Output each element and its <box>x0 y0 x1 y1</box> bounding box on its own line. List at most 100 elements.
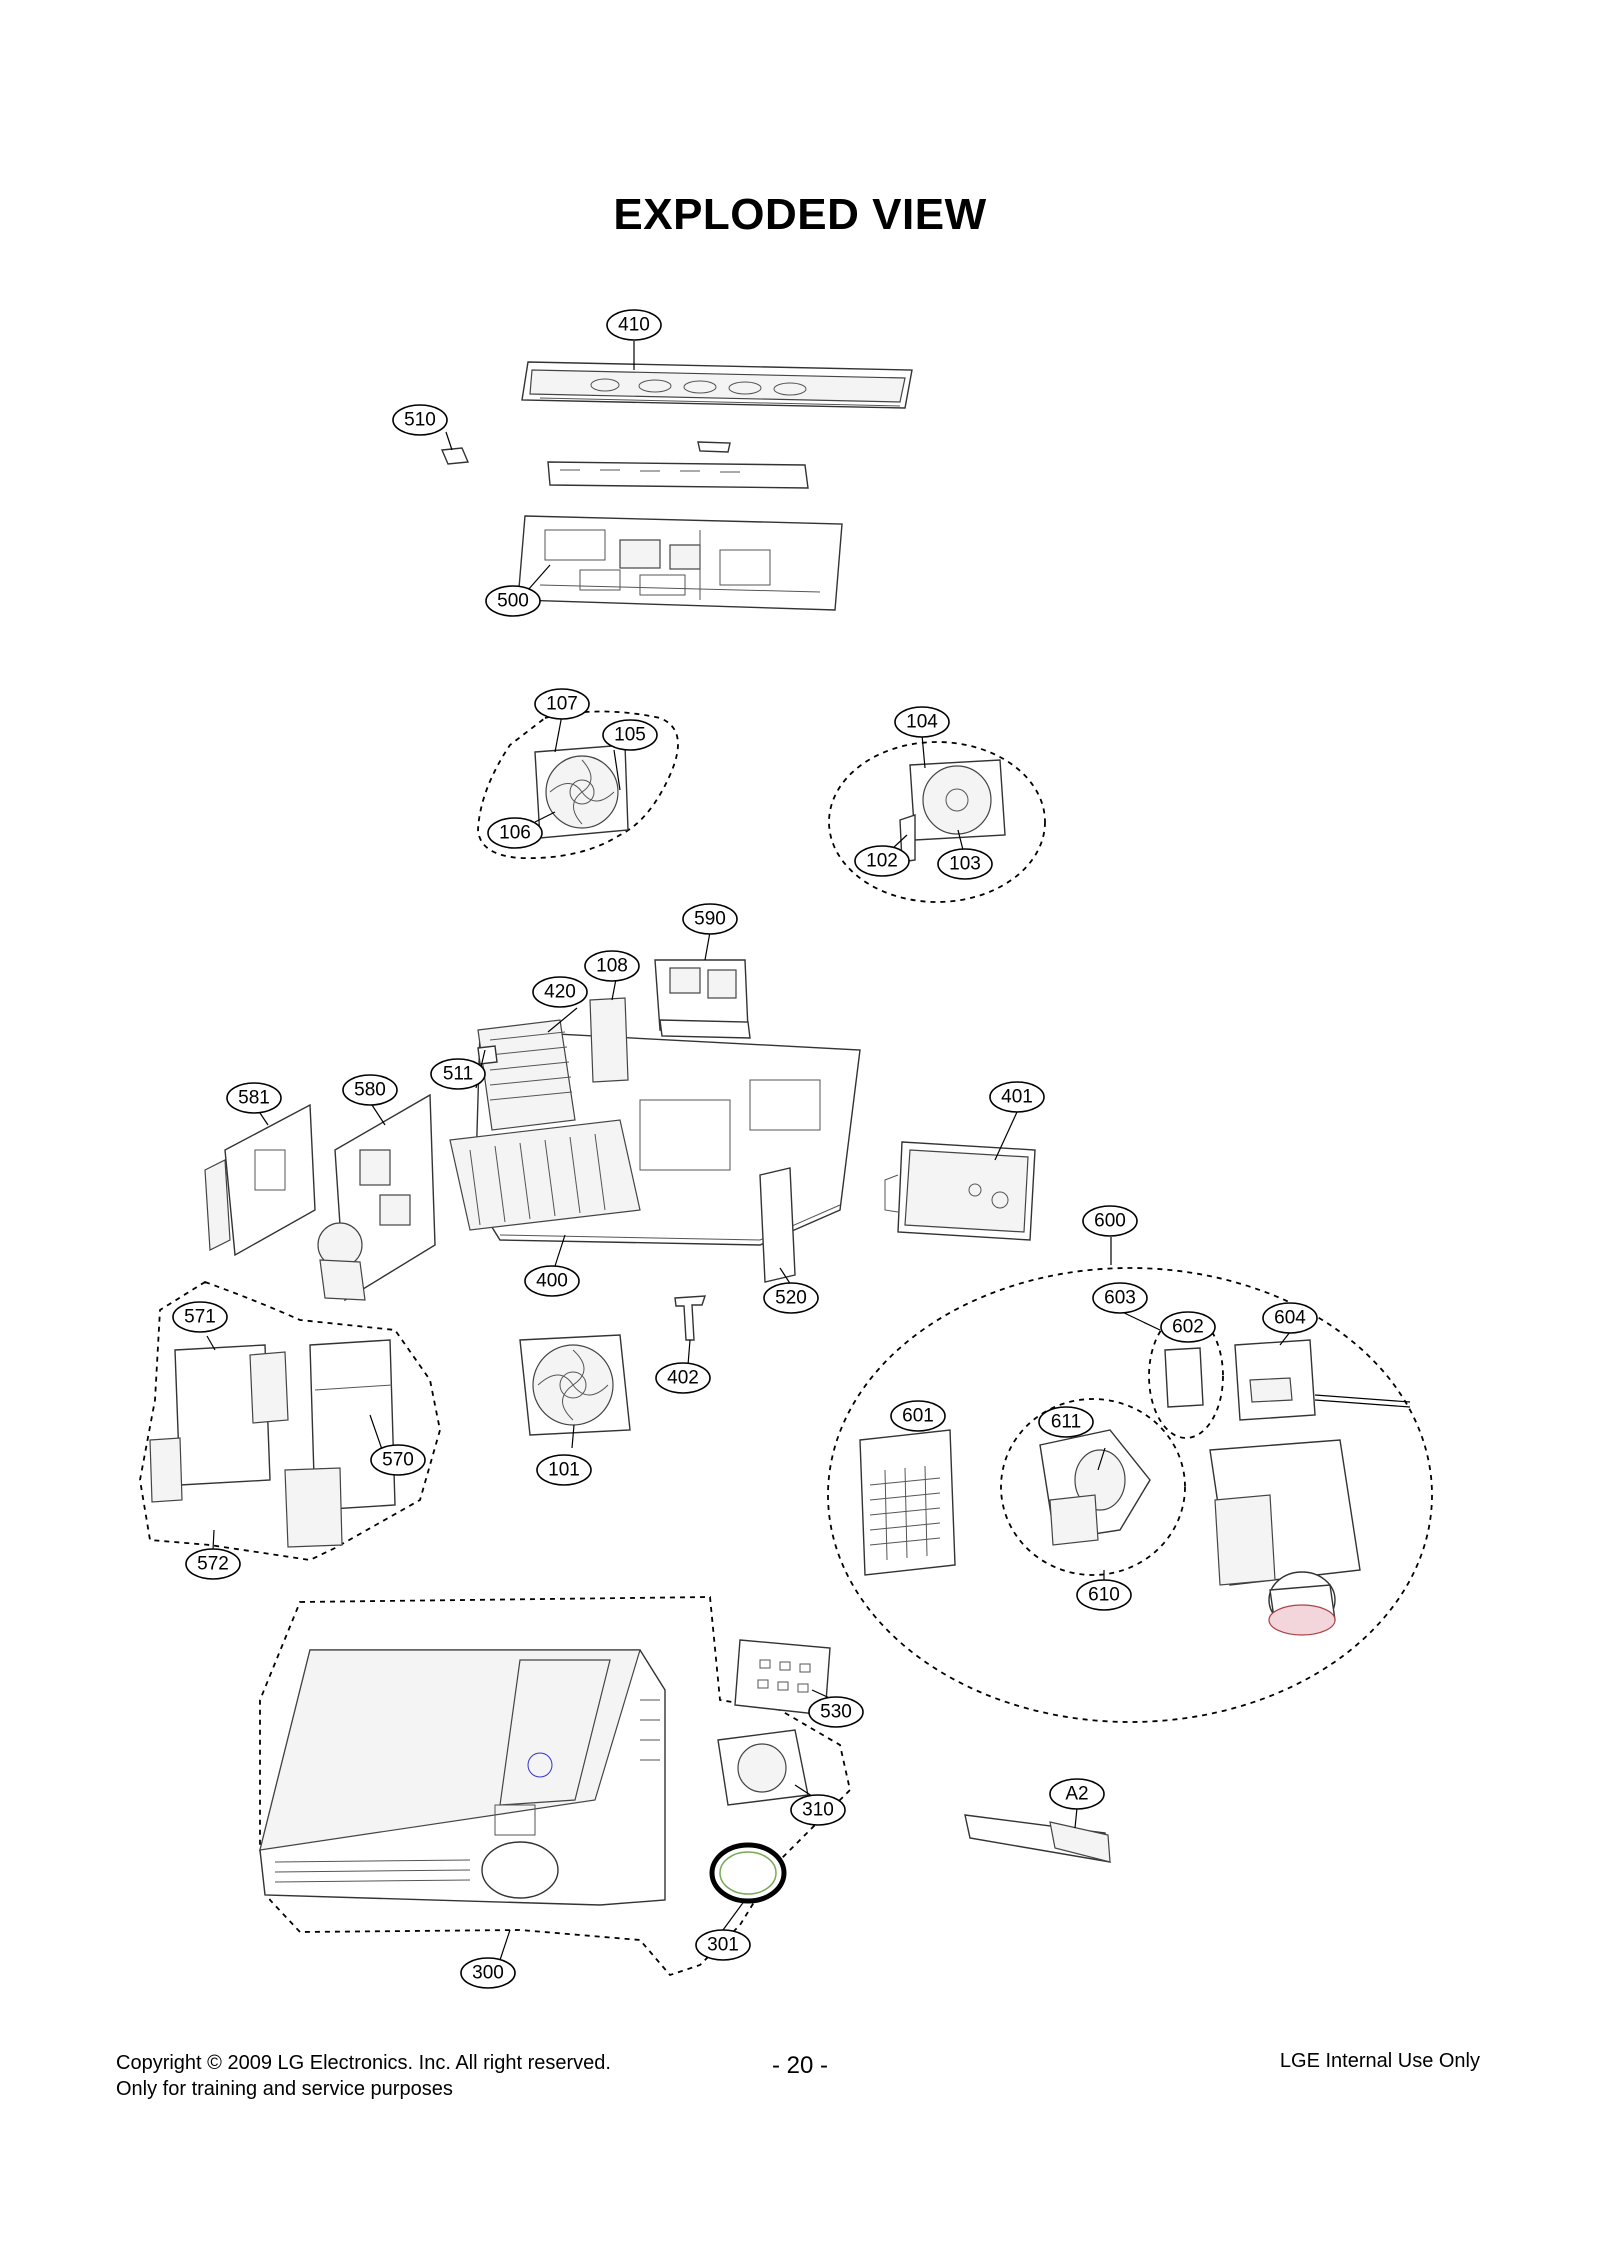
page-title: EXPLODED VIEW <box>613 190 987 239</box>
svg-text:530: 530 <box>820 1702 852 1723</box>
callout-510: 510 <box>392 404 448 436</box>
part-small-connector <box>697 441 731 453</box>
svg-text:A2: A2 <box>1065 1784 1088 1805</box>
copyright-text: Copyright © 2009 LG Electronics. Inc. Al… <box>116 2052 611 2074</box>
callout-511: 511 <box>430 1058 486 1090</box>
callout-402: 402 <box>655 1362 711 1394</box>
svg-text:420: 420 <box>544 982 576 1003</box>
callout-611: 611 <box>1038 1406 1094 1438</box>
callout-590: 590 <box>682 903 738 935</box>
svg-text:601: 601 <box>902 1406 934 1427</box>
callout-103: 103 <box>937 848 993 880</box>
svg-text:105: 105 <box>614 725 646 746</box>
part-panel-holder <box>547 461 809 489</box>
part-611-lamp <box>1039 1429 1151 1546</box>
svg-text:301: 301 <box>707 1935 739 1956</box>
page-number: - 20 - <box>771 2052 828 2079</box>
group-outline-572 <box>139 1281 441 1561</box>
leader-lines <box>206 341 1291 1961</box>
internal-use-text: LGE Internal Use Only <box>1279 2050 1480 2072</box>
callout-410: 410 <box>606 309 662 341</box>
group-outline-104 <box>828 741 1046 903</box>
svg-text:101: 101 <box>548 1460 580 1481</box>
part-A2-remote <box>964 1814 1111 1863</box>
svg-text:511: 511 <box>443 1064 473 1085</box>
callout-530: 530 <box>808 1696 864 1728</box>
callout-101: 101 <box>536 1454 592 1486</box>
part-510-bracket <box>440 447 470 465</box>
part-604-color-wheel <box>1234 1339 1411 1421</box>
svg-text:590: 590 <box>694 909 726 930</box>
svg-text:581: 581 <box>238 1088 270 1109</box>
callout-310: 310 <box>790 1794 846 1826</box>
svg-text:602: 602 <box>1172 1317 1204 1338</box>
callout-600: 600 <box>1082 1205 1138 1237</box>
group-outline-603 <box>1148 1313 1224 1439</box>
part-580-power-board <box>317 1093 436 1302</box>
callout-106: 106 <box>487 817 543 849</box>
svg-text:400: 400 <box>536 1271 568 1292</box>
svg-text:603: 603 <box>1104 1288 1136 1309</box>
svg-text:580: 580 <box>354 1080 386 1101</box>
group-outline-610 <box>1000 1398 1186 1576</box>
callout-581: 581 <box>226 1082 282 1114</box>
callout-107: 107 <box>534 688 590 720</box>
purpose-text: Only for training and service purposes <box>116 2078 453 2100</box>
part-main-board <box>517 515 843 611</box>
callout-570: 570 <box>370 1444 426 1476</box>
callout-610: 610 <box>1076 1579 1132 1611</box>
svg-text:108: 108 <box>596 956 628 977</box>
part-402-lever <box>674 1295 706 1341</box>
svg-text:106: 106 <box>499 823 531 844</box>
svg-text:310: 310 <box>802 1800 834 1821</box>
part-401-board <box>884 1141 1036 1241</box>
part-581-shield <box>204 1103 316 1257</box>
footer-left: Copyright © 2009 LG Electronics. Inc. Al… <box>116 2050 611 2102</box>
svg-text:402: 402 <box>667 1368 699 1389</box>
callout-580: 580 <box>342 1074 398 1106</box>
part-fan-107 <box>534 744 629 839</box>
svg-text:107: 107 <box>546 694 578 715</box>
callout-571: 571 <box>172 1301 228 1333</box>
part-590-board <box>654 959 751 1039</box>
part-fan-104 <box>899 759 1006 863</box>
callout-520: 520 <box>763 1282 819 1314</box>
callout-601: 601 <box>890 1400 946 1432</box>
svg-text:401: 401 <box>1001 1087 1033 1108</box>
callout-602: 602 <box>1160 1311 1216 1343</box>
part-300-cabinet <box>259 1649 666 1906</box>
callout-102: 102 <box>854 845 910 877</box>
svg-text:520: 520 <box>775 1288 807 1309</box>
svg-text:510: 510 <box>404 410 436 431</box>
part-511-connector <box>477 1045 498 1065</box>
part-602-component <box>1164 1347 1204 1408</box>
svg-text:300: 300 <box>472 1963 504 1984</box>
part-520-bracket <box>759 1167 796 1283</box>
part-570-lamp-housing <box>284 1339 396 1548</box>
group-outline-107 <box>477 710 679 860</box>
callout-604: 604 <box>1262 1302 1318 1334</box>
part-rear-panel <box>521 361 913 409</box>
part-101-fan <box>519 1334 631 1436</box>
group-outline-600 <box>827 1267 1433 1723</box>
callout-A2: A2 <box>1049 1778 1105 1810</box>
callout-572: 572 <box>185 1548 241 1580</box>
callout-500: 500 <box>485 585 541 617</box>
svg-text:410: 410 <box>618 315 650 336</box>
svg-text:570: 570 <box>382 1450 414 1471</box>
callout-420: 420 <box>532 976 588 1008</box>
callout-300: 300 <box>460 1957 516 1989</box>
svg-text:104: 104 <box>906 712 938 733</box>
callout-301: 301 <box>695 1929 751 1961</box>
svg-text:610: 610 <box>1088 1585 1120 1606</box>
callout-400: 400 <box>524 1265 580 1297</box>
part-571-bracket <box>149 1344 289 1503</box>
svg-text:571: 571 <box>184 1307 216 1328</box>
part-601-housing <box>859 1429 956 1576</box>
svg-text:500: 500 <box>497 591 529 612</box>
part-301-lens-ring <box>709 1842 787 1904</box>
callout-603: 603 <box>1092 1282 1148 1314</box>
svg-text:572: 572 <box>197 1554 229 1575</box>
callout-104: 104 <box>894 706 950 738</box>
